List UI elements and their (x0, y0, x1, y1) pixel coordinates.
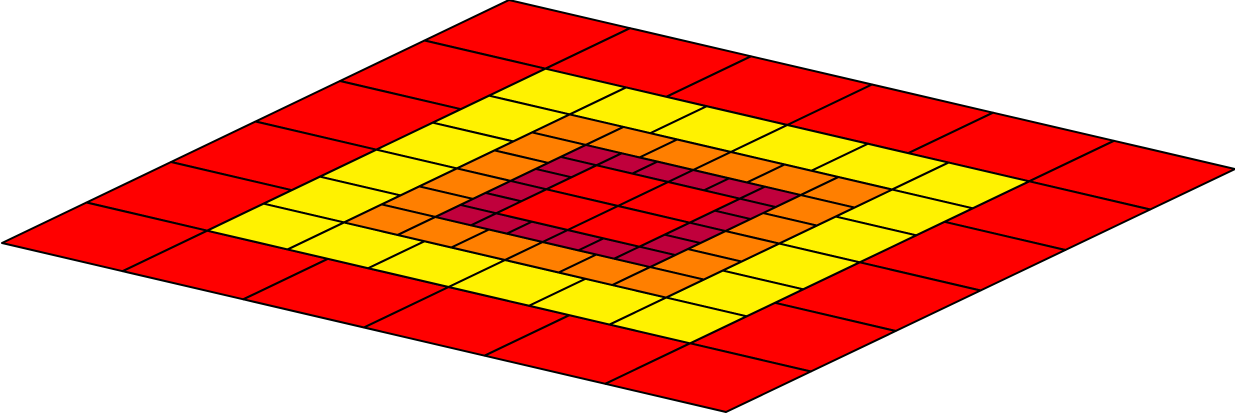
orange-ring-cell (611, 266, 705, 299)
center-red-core-cell (566, 205, 691, 248)
outer-red-ring-cell (604, 342, 812, 413)
yellow-ring-cell (608, 296, 748, 345)
crimson-ring-cell (613, 245, 677, 269)
